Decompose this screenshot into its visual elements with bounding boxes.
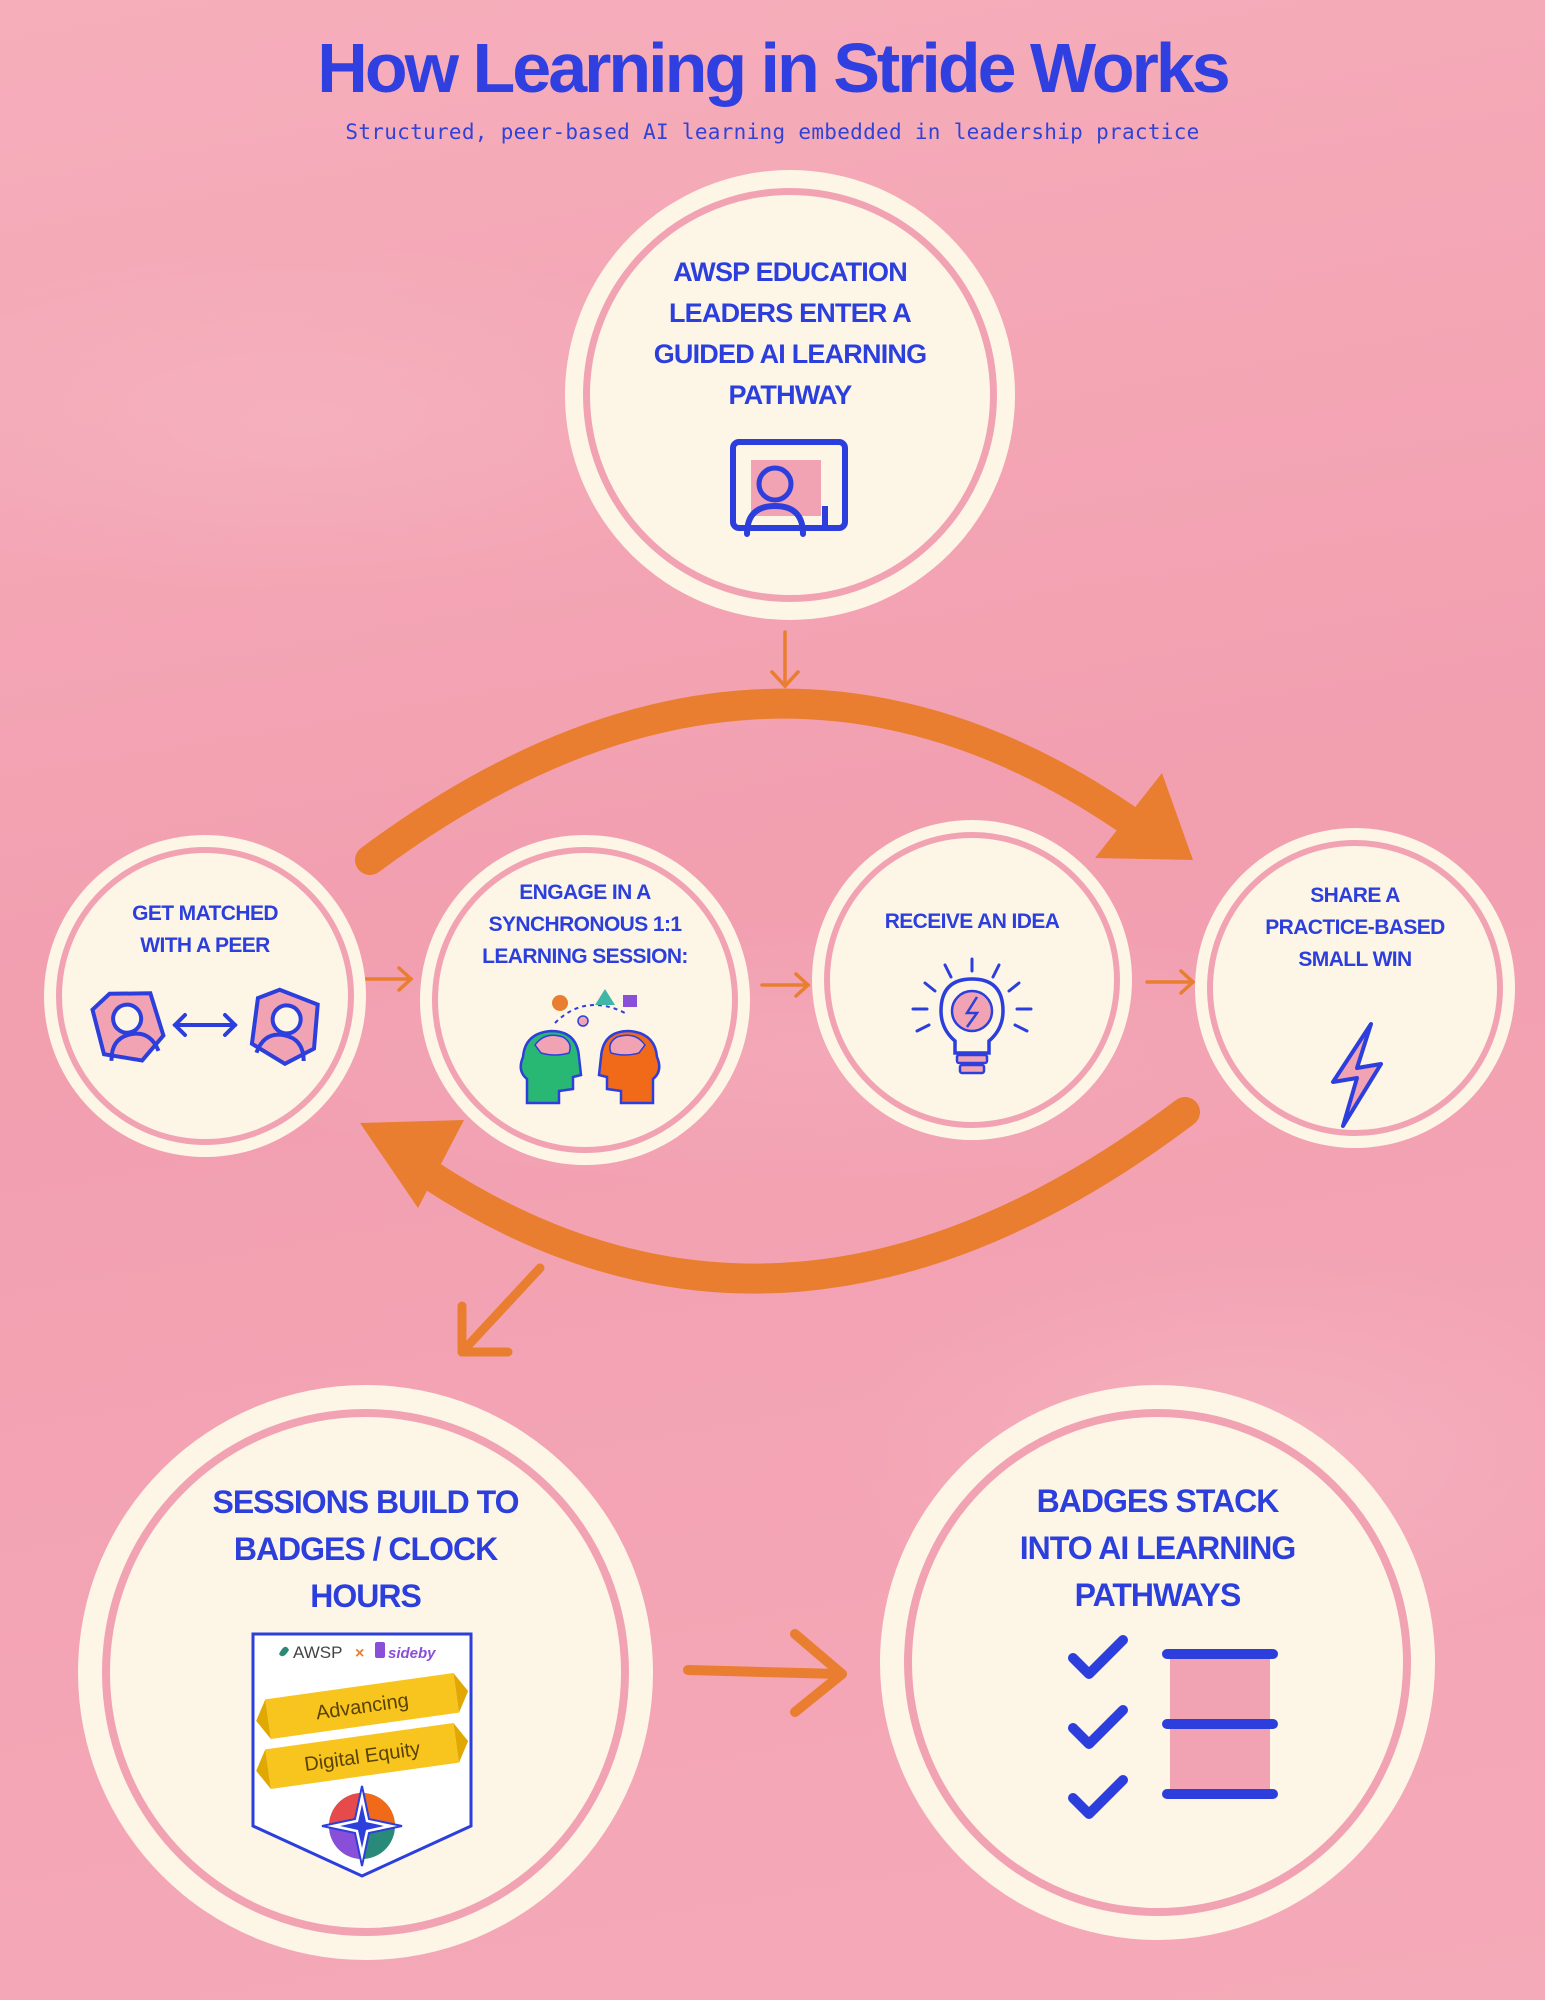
arrow-right-icon	[1145, 969, 1196, 995]
step-match-label: GET MATCHED WITH A PEER	[132, 902, 278, 957]
arrow-right-icon	[364, 966, 414, 992]
lightbulb-icon	[911, 957, 1033, 1075]
step-badges-label: SESSIONS BUILD TO BADGES / CLOCK HOURS	[212, 1484, 519, 1614]
step-engage-circle: ENGAGE IN A SYNCHRONOUS 1:1 LEARNING SES…	[420, 835, 750, 1165]
step-idea-circle: RECEIVE AN IDEA	[812, 820, 1132, 1140]
cycle-arrow-bottom-icon	[360, 1097, 1200, 1294]
step-share-label: SHARE A PRACTICE-BASED SMALL WIN	[1265, 884, 1445, 971]
presenter-screen-icon	[730, 439, 848, 537]
awsp-logo-icon: AWSP	[279, 1643, 342, 1662]
badge-icon: AWSP × sideby Advancing Digital Equity	[251, 1632, 473, 1878]
page-subtitle: Structured, peer-based AI learning embed…	[345, 120, 1200, 144]
sideby-logo-icon: sideby	[375, 1642, 436, 1662]
arrow-down-left-icon	[457, 1263, 545, 1357]
arrow-down-icon	[770, 630, 800, 689]
step-share-circle: SHARE A PRACTICE-BASED SMALL WIN	[1195, 828, 1515, 1148]
peer-avatar-icon	[90, 991, 166, 1063]
checklist-icon	[1068, 1635, 1278, 1819]
peer-match-icon	[90, 987, 320, 1067]
step-pathways-label: BADGES STACK INTO AI LEARNING PATHWAYS	[1019, 1483, 1297, 1613]
peer-avatar-icon	[249, 987, 320, 1067]
check-icon	[1068, 1775, 1128, 1819]
step-pathways-circle: BADGES STACK INTO AI LEARNING PATHWAYS	[880, 1385, 1435, 1940]
badge-org2: sideby	[388, 1645, 436, 1662]
page-title: How Learning in Stride Works	[317, 29, 1230, 107]
two-heads-icon	[519, 989, 661, 1105]
cycle-arrow-top-icon	[355, 688, 1193, 875]
compass-star-icon	[321, 1785, 403, 1867]
step-badges-circle: SESSIONS BUILD TO BADGES / CLOCK HOURS A…	[78, 1385, 653, 1960]
badge-org1: AWSP	[293, 1643, 342, 1662]
check-icon	[1068, 1705, 1128, 1749]
arrow-right-long-icon	[683, 1629, 847, 1717]
lightning-icon	[1331, 1022, 1383, 1128]
step-enter-label: AWSP EDUCATION LEADERS ENTER A GUIDED AI…	[653, 257, 927, 410]
step-engage-label: ENGAGE IN A SYNCHRONOUS 1:1 LEARNING SES…	[482, 881, 688, 968]
check-icon	[1068, 1635, 1128, 1679]
step-idea-label: RECEIVE AN IDEA	[884, 910, 1060, 933]
step-match-circle: GET MATCHED WITH A PEER	[44, 835, 366, 1157]
badge-separator: ×	[355, 1645, 364, 1662]
arrow-right-icon	[760, 972, 811, 998]
step-enter-circle: AWSP EDUCATION LEADERS ENTER A GUIDED AI…	[565, 170, 1015, 620]
